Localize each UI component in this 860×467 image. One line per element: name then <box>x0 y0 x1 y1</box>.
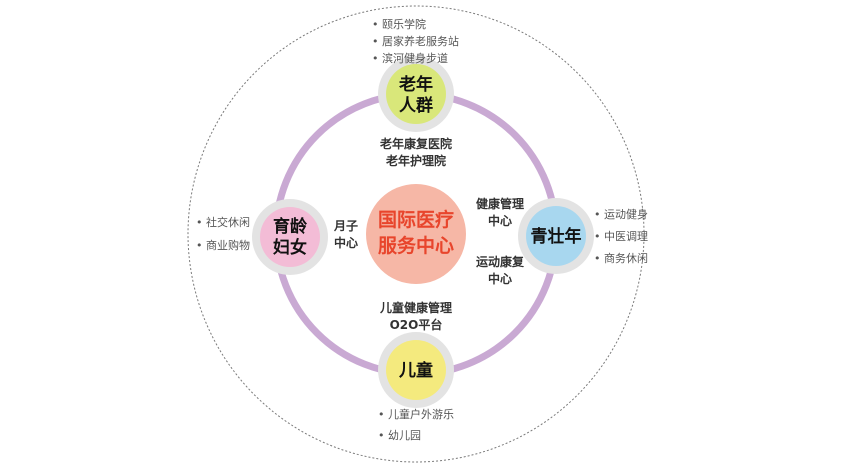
link-right-bottom-line2: 中心 <box>488 271 512 286</box>
node-children-label: 儿童 <box>398 360 433 381</box>
link-left-line2: 中心 <box>334 235 358 250</box>
node-young-adults: 青壮年 <box>518 198 594 274</box>
node-women-label-line1: 育龄 <box>273 216 308 237</box>
list-item-children-1: • 儿童户外游乐 <box>378 407 454 421</box>
link-bottom-line1: 儿童健康管理 <box>379 300 452 315</box>
link-left-line1: 月子 <box>333 219 358 233</box>
list-item-elderly-2: • 居家养老服务站 <box>372 34 459 48</box>
list-item-elderly-3: • 滨河健身步道 <box>372 51 448 65</box>
list-item-women-1: • 社交休闲 <box>196 215 250 229</box>
node-children: 儿童 <box>378 332 454 408</box>
node-women-label-line2: 妇女 <box>272 237 307 258</box>
node-children-circle <box>386 340 446 400</box>
list-item-young-adults-3: • 商务休闲 <box>594 251 648 265</box>
node-women-circle <box>260 207 320 267</box>
center-circle <box>366 184 466 284</box>
node-women: 育龄 妇女 <box>252 199 328 275</box>
node-elderly-label-line2: 人群 <box>399 95 433 116</box>
node-elderly: 老年 人群 <box>378 56 454 132</box>
list-item-elderly-1: • 颐乐学院 <box>372 17 426 31</box>
link-right-top-line2: 中心 <box>488 213 512 228</box>
link-top-line2: 老年护理院 <box>386 153 446 168</box>
center-label-line1: 国际医疗 <box>378 208 454 231</box>
outer-dashed-circle <box>187 5 645 463</box>
list-item-women-2: • 商业购物 <box>196 238 250 252</box>
list-item-young-adults-1: • 运动健身 <box>594 207 648 221</box>
node-young-adults-circle <box>526 206 586 266</box>
link-right-top-line1: 健康管理 <box>476 196 524 211</box>
link-top-line1: 老年康复医院 <box>380 136 452 151</box>
node-elderly-label-line1: 老年 <box>398 74 433 95</box>
list-item-children-2: • 幼儿园 <box>378 429 421 442</box>
link-bottom-line2: O2O平台 <box>390 317 443 332</box>
list-item-young-adults-2: • 中医调理 <box>594 230 648 243</box>
node-young-adults-label: 青壮年 <box>531 226 582 247</box>
link-right-bottom-line1: 运动康复 <box>476 254 525 269</box>
node-elderly-circle <box>386 64 446 124</box>
center-label-line2: 服务中心 <box>378 234 454 257</box>
center-hub: 国际医疗 服务中心 <box>366 184 466 284</box>
